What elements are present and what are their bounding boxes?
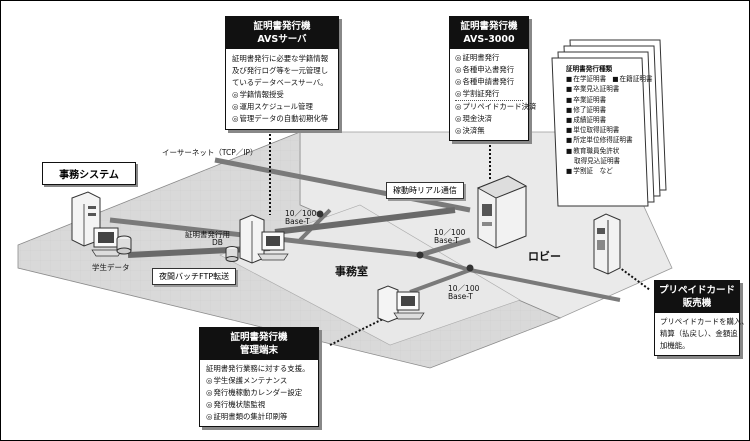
avs3000-kiosk-icon [476, 175, 528, 249]
callout-body: 証明書発行に必要な学籍情報 及び発行ログ等を一元管理し ているデータベースサーバ… [226, 49, 338, 129]
callout-avs3000-header: 証明書発行機 AVS-3000 [450, 17, 528, 49]
base-t-label: Base-T [285, 217, 310, 226]
hub-3 [466, 264, 474, 272]
bullet-item: 決済無 [455, 125, 523, 137]
student-data-disk-icon [116, 235, 132, 255]
bullet-item: 証明書類の集計印刷等 [206, 411, 312, 423]
hub-1 [316, 210, 324, 218]
callout-prepaid-header: プリペイドカード 販売機 [655, 281, 739, 313]
doc-item: 学割証 など [566, 166, 653, 176]
callout-avs3000: 証明書発行機 AVS-3000 証明書発行 各種申込書発行 各種申請書発行 学割… [449, 16, 536, 141]
hub-2 [416, 251, 424, 259]
office-pc-icon [91, 227, 123, 257]
office-system-server-icon [71, 191, 101, 247]
body-line: ているデータベースサーバ。 [232, 78, 328, 87]
callout-title: 証明書発行機 [230, 332, 288, 343]
bullet-item: 各種申込書発行 [455, 64, 523, 76]
doc-list-heading: 証明書発行種類 [566, 65, 613, 73]
bullet-item: 現金決済 [455, 113, 523, 125]
bullet-item: 学籍情報授受 [232, 89, 332, 101]
bullet-item: 発行機状態監視 [206, 399, 312, 411]
avs-server-pc-icon [257, 231, 289, 261]
callout-mgmt-header: 証明書発行機 管理端末 [200, 328, 318, 360]
db-disk-icon [225, 246, 239, 262]
prepaid-vending-machine-icon [593, 213, 621, 275]
bullet-item: プリペイドカード決済 [455, 101, 536, 113]
ethernet-label: イーサーネット（TCP／IP） [162, 148, 258, 157]
certificate-type-list: 証明書発行種類 在学証明書 在籍証明書 卒業見込証明書 卒業証明書 修了証明書 … [566, 64, 653, 176]
base-t-label: 10／100 [434, 228, 466, 237]
realtime-comm-tag: 稼動時リアル通信 [386, 182, 464, 199]
callout-avs-server: 証明書発行機 AVSサーバ 証明書発行に必要な学籍情報 及び発行ログ等を一元管理… [225, 16, 339, 130]
base-t-label: 10／100 [448, 284, 480, 293]
bullet-item: 学割証発行 [455, 88, 523, 100]
doc-item-continued: 取得見込証明書 [574, 156, 621, 165]
body-line: 及び発行ログ等を一元管理し [232, 66, 329, 75]
body-line: 精算（払戻し）、金額追 [660, 329, 738, 338]
office-room-label: 事務室 [335, 265, 368, 278]
body-line: 証明書発行業務に対する支援。 [206, 364, 310, 373]
db-label-line2: DB [212, 238, 223, 247]
body-line: プリペイドカードを購入、 [660, 317, 749, 326]
doc-item: 在学証明書 [566, 75, 606, 83]
callout-subtitle: AVSサーバ [257, 34, 307, 45]
bullet-item: 運用スケジュール管理 [232, 101, 332, 113]
realtime-link-arrow [274, 207, 456, 235]
base-t-label: 10／100 [285, 209, 317, 218]
network-trunk-top [214, 157, 471, 213]
doc-item: 在籍証明書 [612, 75, 652, 83]
doc-item: 卒業証明書 [566, 95, 653, 105]
avs-server-icon [239, 214, 265, 264]
callout-prepaid-vending: プリペイドカード 販売機 プリペイドカードを購入、 精算（払戻し）、金額追 加機… [654, 280, 749, 356]
bullet-item: 管理データの自動初期化等 [232, 113, 332, 125]
db-label-line1: 証明書発行用 [185, 230, 230, 239]
batch-ftp-tag: 夜間バッチFTP転送 [152, 268, 237, 285]
callout-subtitle: 販売機 [682, 298, 712, 309]
callout-body: 証明書発行 各種申込書発行 各種申請書発行 学割証発行 プリペイドカード決済 現… [450, 49, 536, 140]
doc-item: 教育職員免許状 [566, 146, 653, 156]
office-system-title: 事務システム [59, 170, 119, 181]
student-data-label: 学生データ [92, 263, 130, 272]
callout-subtitle: AVS-3000 [463, 34, 515, 45]
body-line: 加機能。 [660, 341, 690, 350]
doc-item: 所定単位修得証明書 [566, 135, 653, 145]
callout-office-system: 事務システム [42, 162, 136, 185]
management-terminal-icon [377, 285, 425, 323]
callout-body: プリペイドカードを購入、 精算（払戻し）、金額追 加機能。 [655, 313, 749, 355]
callout-avs-server-header: 証明書発行機 AVSサーバ [226, 17, 338, 49]
base-t-label: Base-T [448, 292, 473, 301]
doc-item: 成績証明書 [566, 115, 653, 125]
callout-mgmt-terminal: 証明書発行機 管理端末 証明書発行業務に対する支援。 学生保護メンテナンス 発行… [199, 327, 319, 427]
callout-title: 証明書発行機 [253, 21, 311, 32]
body-line: 証明書発行に必要な学籍情報 [232, 54, 329, 63]
doc-item: 卒業見込証明書 [566, 84, 653, 94]
callout-title: 証明書発行機 [460, 21, 518, 32]
doc-list-row: 在学証明書 在籍証明書 [566, 74, 653, 84]
doc-item: 修了証明書 [566, 105, 653, 115]
bullet-item: 発行機稼動カレンダー設定 [206, 387, 312, 399]
bullet-item: 各種申請書発行 [455, 76, 523, 88]
callout-subtitle: 管理端末 [239, 345, 278, 356]
bullet-item: 学生保護メンテナンス [206, 375, 312, 387]
doc-item: 単位取得証明書 [566, 125, 653, 135]
callout-body: 証明書発行業務に対する支援。 学生保護メンテナンス 発行機稼動カレンダー設定 発… [200, 360, 318, 426]
bullet-item: 証明書発行 [455, 52, 523, 64]
base-t-label: Base-T [434, 236, 459, 245]
callout-title: プリペイドカード [658, 285, 735, 296]
lobby-label: ロビー [528, 250, 561, 263]
